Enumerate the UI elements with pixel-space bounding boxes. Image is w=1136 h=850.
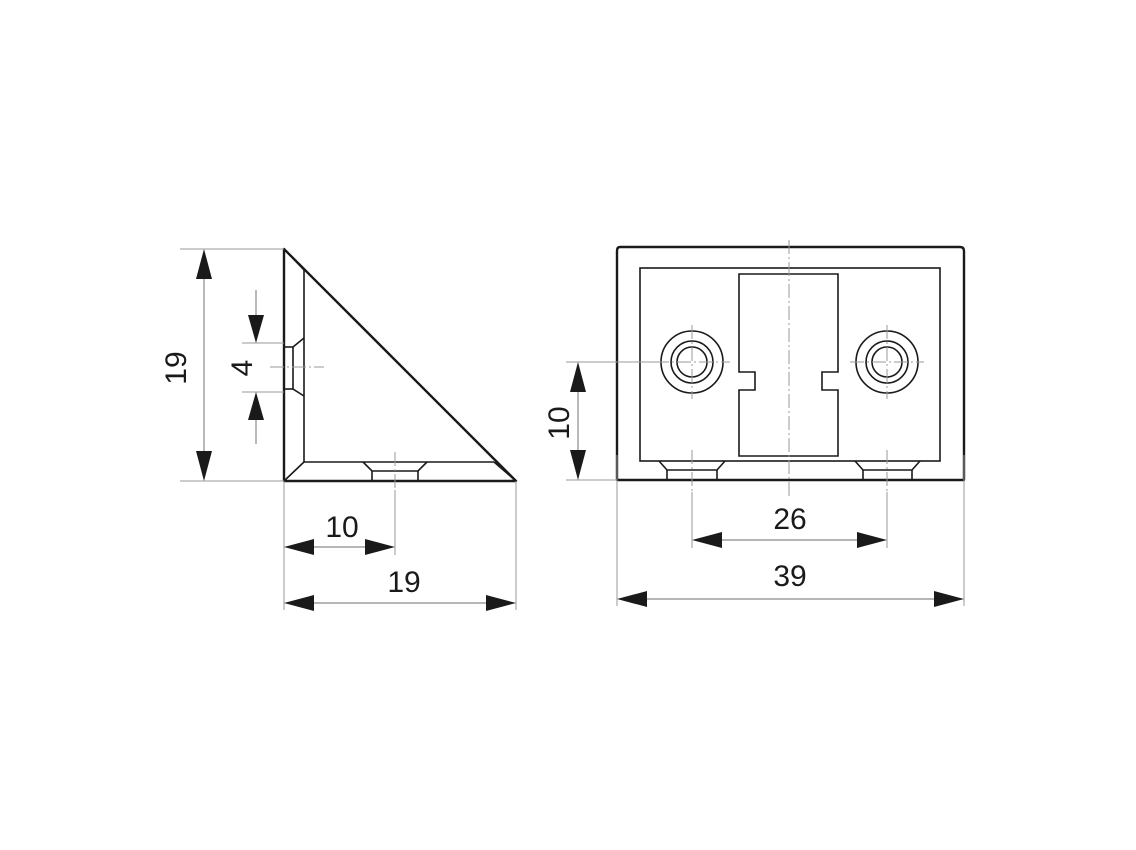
- side-view-outline: [282, 247, 518, 483]
- front-hole-height-label: 10: [543, 406, 576, 439]
- side-width-label: 19: [387, 566, 420, 599]
- dim-side-height: 19: [160, 248, 284, 482]
- front-view-bottom-countersinks: [658, 450, 921, 492]
- side-height-label: 19: [160, 351, 193, 384]
- side-view-chamfer-top: [283, 248, 305, 271]
- arrow-down-icon: [570, 450, 586, 480]
- side-hole-label: 4: [226, 360, 259, 377]
- front-hole-spacing-label: 26: [773, 503, 806, 536]
- arrow-left-icon: [284, 595, 314, 611]
- dim-side-offset: 10: [283, 481, 396, 610]
- dim-front-overall-width: 39: [616, 455, 965, 607]
- arrow-right-icon: [934, 591, 964, 607]
- arrow-right-icon: [365, 539, 395, 555]
- arrow-right-icon: [857, 532, 887, 548]
- arrow-up-icon: [196, 249, 212, 279]
- front-overall-width-label: 39: [773, 560, 806, 593]
- arrow-left-icon: [617, 591, 647, 607]
- front-view-left-hole: [655, 325, 730, 399]
- arrow-down-icon: [196, 451, 212, 481]
- front-view-inner-pocket: [639, 267, 941, 462]
- front-view: 10 26 39: [543, 240, 966, 607]
- arrow-up-icon: [570, 362, 586, 392]
- arrow-right-icon: [486, 595, 516, 611]
- front-view-right-hole: [850, 325, 924, 399]
- arrow-left-icon: [284, 539, 314, 555]
- arrow-left-icon: [692, 532, 722, 548]
- dim-side-width: 19: [284, 481, 517, 611]
- dim-front-hole-spacing: 26: [691, 492, 888, 548]
- side-view-vertical-countersink: [292, 337, 305, 397]
- side-offset-label: 10: [325, 511, 358, 544]
- arrow-up-icon: [248, 392, 264, 420]
- side-view: 19 4 10 19: [160, 247, 518, 611]
- side-view-chamfer-right: [493, 461, 517, 482]
- arrow-down-icon: [248, 315, 264, 343]
- dim-front-hole-height: 10: [543, 361, 660, 481]
- side-view-corner: [283, 461, 305, 482]
- front-view-outline: [615, 245, 966, 482]
- dim-side-hole: 4: [226, 290, 284, 444]
- front-view-center-rib: [738, 273, 839, 457]
